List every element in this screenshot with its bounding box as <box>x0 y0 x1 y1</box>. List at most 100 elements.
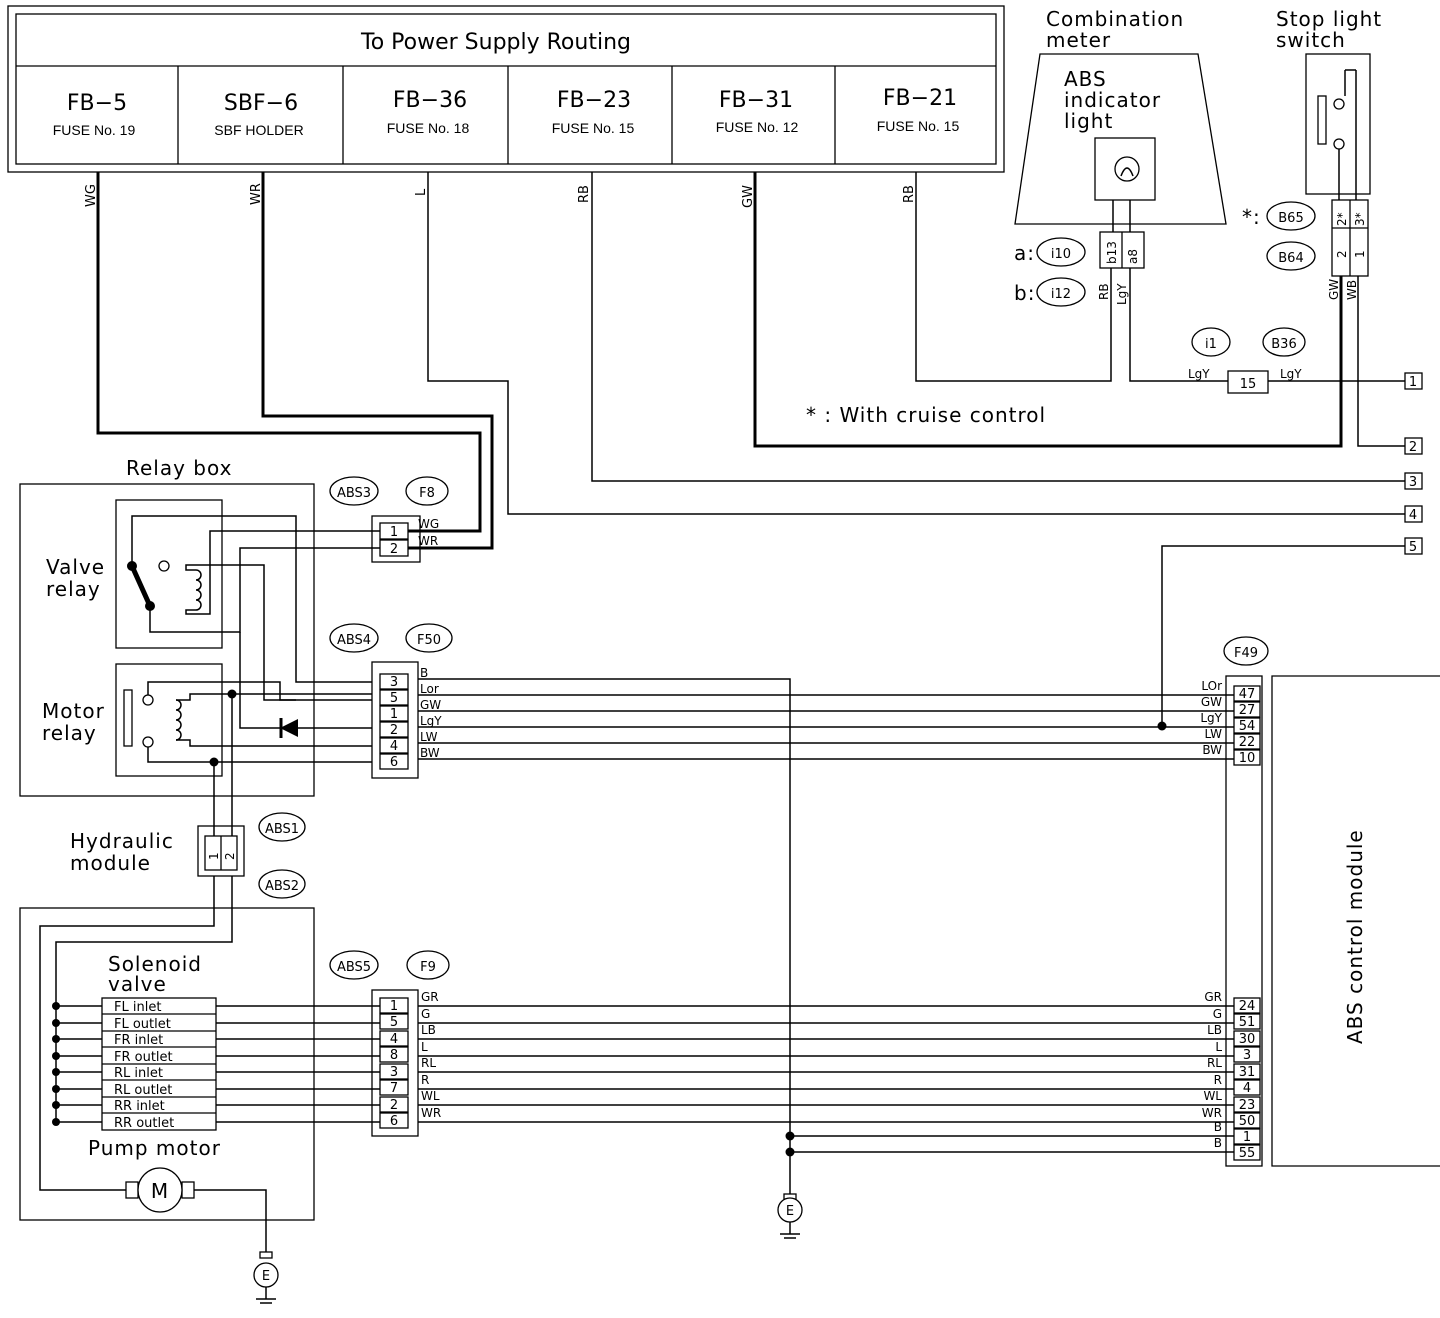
wire-label-rb-2: RB <box>902 185 917 203</box>
solenoid-label-2: valve <box>108 972 167 996</box>
wire-label-wg: WG <box>84 184 99 207</box>
module-wire-g: G <box>1213 1007 1222 1021</box>
conn-b36: B36 <box>1271 337 1296 352</box>
conn-f50: F50 <box>417 633 441 648</box>
motor-icon <box>137 1167 183 1213</box>
fuse-sub-2: SBF HOLDER <box>214 122 303 138</box>
module-wire-lw: LW <box>1205 727 1223 741</box>
stop-light-title-1: Stop light <box>1276 7 1382 31</box>
module-wire-lor: LOr <box>1201 679 1222 693</box>
stop-light-switch: Stop light switch 2* 3* 2 1 *: B65 B64 G… <box>1242 7 1405 447</box>
terminal-1: 1 <box>1409 375 1417 390</box>
terminal-5: 5 <box>1409 540 1417 555</box>
switch-pin-star-2: 2* <box>1335 212 1349 226</box>
relay-box-title: Relay box <box>126 456 232 480</box>
abs5-wire-wl: WL <box>421 1089 440 1103</box>
abs3-wire-wr: WR <box>418 534 438 548</box>
meter-pin-a8: a8 <box>1126 249 1140 264</box>
terminal-list: 1 2 3 4 5 <box>1404 372 1423 555</box>
abs5-pin-7: 7 <box>390 1081 398 1096</box>
abs5-wire-gr: GR <box>421 990 439 1004</box>
combination-meter-title-1: Combination <box>1046 7 1184 31</box>
lamp-icon <box>1114 156 1140 182</box>
module-pin-55: 55 <box>1239 1146 1256 1161</box>
hydraulic-label-2: module <box>70 851 151 875</box>
module-wire-lgy: LgY <box>1200 711 1222 725</box>
abs4-pin-6: 6 <box>390 755 398 770</box>
module-wire-wl: WL <box>1203 1089 1222 1103</box>
conn-i12: i12 <box>1051 287 1071 302</box>
hydraulic-label-1: Hydraulic <box>70 829 174 853</box>
fuse-sub-1: FUSE No. 19 <box>53 122 136 138</box>
joint-wire-lgy-left: LgY <box>1188 367 1210 381</box>
module-wire-b-2: B <box>1214 1136 1222 1150</box>
joint-connector: i1 B36 15 LgY LgY <box>1188 327 1405 394</box>
abs-control-module: ABS control module F49 47 27 54 22 10 LO… <box>1200 636 1440 1167</box>
abs5-pin-3: 3 <box>390 1065 398 1080</box>
header-wires <box>96 172 1405 550</box>
fuse-code-1: FB−5 <box>67 91 127 116</box>
valve-fl-outlet: FL outlet <box>114 1017 171 1032</box>
abs5-pin-6: 6 <box>390 1114 398 1129</box>
wire-label-l: L <box>414 188 429 196</box>
cruise-control-note: * : With cruise control <box>806 403 1046 427</box>
terminal-4: 4 <box>1409 508 1417 523</box>
fuse-code-3: FB−36 <box>393 88 467 113</box>
abs3-pin-2: 2 <box>390 542 398 557</box>
joint-pin-15: 15 <box>1240 377 1257 392</box>
switch-pin-star-3: 3* <box>1353 212 1367 226</box>
stop-light-title-2: switch <box>1276 28 1346 52</box>
module-pin-23: 23 <box>1239 1098 1256 1113</box>
terminal-2: 2 <box>1409 440 1417 455</box>
module-pin-10: 10 <box>1239 751 1256 766</box>
terminal-3: 3 <box>1409 475 1417 490</box>
fuse-sub-4: FUSE No. 15 <box>552 120 635 136</box>
conn-i10: i10 <box>1051 247 1071 262</box>
module-wire-bw: BW <box>1202 743 1222 757</box>
abs4-pin-5: 5 <box>390 691 398 706</box>
joint-wire-lgy-right: LgY <box>1280 367 1302 381</box>
abs-light-label-2: indicator <box>1064 88 1161 112</box>
abs4-wire-lor: Lor <box>420 682 439 696</box>
module-wire-l: L <box>1215 1040 1222 1054</box>
module-pin-50: 50 <box>1239 1114 1256 1129</box>
switch-pin-1: 1 <box>1353 250 1367 258</box>
abs5-wire-r: R <box>421 1073 429 1087</box>
pump-motor-label: Pump motor <box>88 1136 221 1160</box>
abs4-wire-gw: GW <box>420 698 441 712</box>
hydraulic-module: Hydraulic module 1 2 ABS1 ABS2 <box>70 812 306 899</box>
valve-fl-inlet: FL inlet <box>114 1000 161 1015</box>
abs4-wire-lw: LW <box>420 730 438 744</box>
conn-b64: B64 <box>1278 251 1303 266</box>
abs4-pin-2: 2 <box>390 723 398 738</box>
connector-abs5: ABS5 F9 1 5 4 8 3 7 2 6 GR G LB L RL R W… <box>329 950 450 1137</box>
switch-wire-gw: GW <box>1327 279 1341 300</box>
meter-wire-rb: RB <box>1097 283 1111 300</box>
module-wire-gr: GR <box>1204 990 1222 1004</box>
abs4-wire-lgy: LgY <box>420 714 442 728</box>
abs5-pin-2: 2 <box>390 1098 398 1113</box>
conn-b65: B65 <box>1278 211 1303 226</box>
solenoid-to-module-wires <box>216 1005 1234 1194</box>
conn-abs4: ABS4 <box>337 633 371 648</box>
module-pin-31: 31 <box>1239 1065 1256 1080</box>
fuse-sub-5: FUSE No. 12 <box>716 119 799 135</box>
module-pin-24: 24 <box>1239 999 1256 1014</box>
fuse-code-4: FB−23 <box>557 88 631 113</box>
header-wire-labels: WG WR L RB GW RB <box>84 183 917 208</box>
module-wire-lb: LB <box>1207 1023 1222 1037</box>
abs5-wire-g: G <box>421 1007 430 1021</box>
fuse-code-5: FB−31 <box>719 88 793 113</box>
conn-f49: F49 <box>1234 646 1258 661</box>
abs4-pin-3: 3 <box>390 675 398 690</box>
motor-relay-label-2: relay <box>42 721 97 745</box>
wire-label-rb-1: RB <box>577 185 592 203</box>
abs5-pin-1: 1 <box>390 999 398 1014</box>
module-pin-27: 27 <box>1239 703 1256 718</box>
conn-abs2: ABS2 <box>265 879 299 894</box>
abs4-pin-4: 4 <box>390 739 398 754</box>
abs3-pin-1: 1 <box>390 525 398 540</box>
relay-box: Relay box Valve relay Motor relay <box>19 456 392 836</box>
abs5-wire-rl: RL <box>421 1056 436 1070</box>
